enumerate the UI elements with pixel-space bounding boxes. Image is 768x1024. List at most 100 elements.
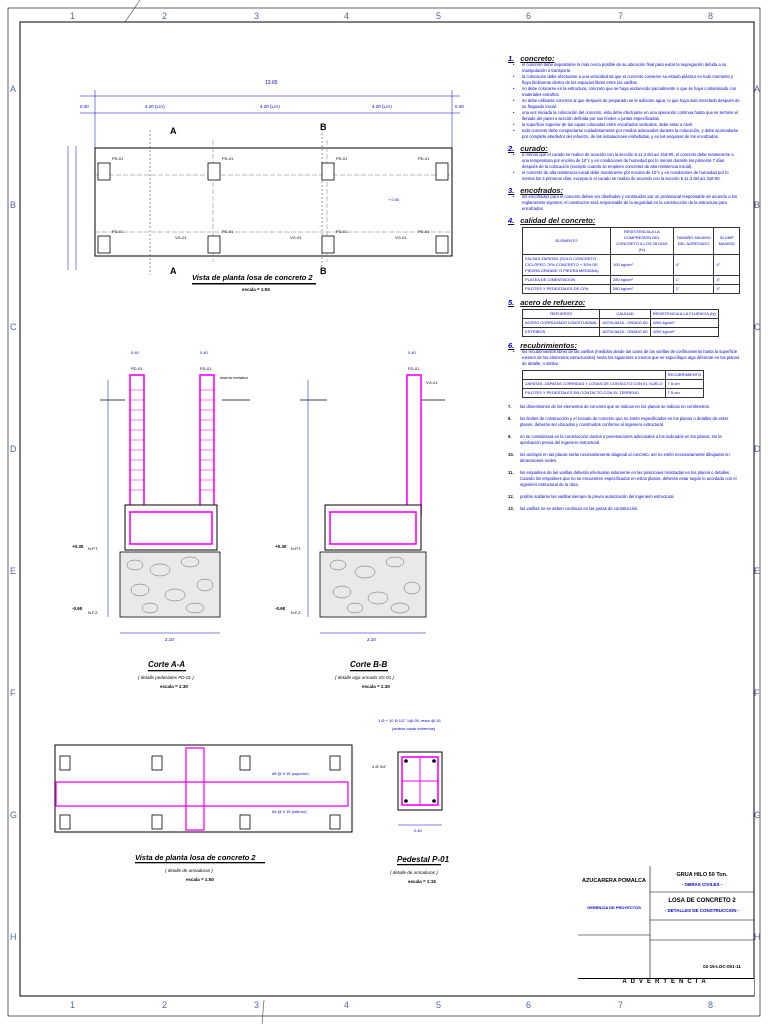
section-a	[100, 374, 250, 672]
table-cell: 100 kg/cm²	[610, 254, 674, 276]
grid-row: A	[10, 84, 17, 94]
grid-col: 1	[70, 1000, 76, 1010]
note-text: los anclajes en las placas serán necesar…	[520, 452, 730, 463]
grid-col: 1	[70, 11, 76, 21]
table-header: RECUBRIMIENTO	[664, 370, 705, 380]
table-header: TAMAÑO MAXIMO DEL AGREGADO	[672, 227, 715, 255]
numbered-note: 10.los anclajes en las placas serán nece…	[508, 452, 730, 463]
table-row: ESTRIBOS ASTM A615 - GRADO 60 4200 kg/cm…	[521, 327, 719, 337]
grid-row: E	[754, 566, 761, 576]
grid-col: 7	[618, 1000, 624, 1010]
note-heading: 2.curado:	[508, 144, 548, 153]
concrete-quality-table: ELEMENTO RESISTENCIA A LA COMPRESIÓN DEL…	[521, 227, 740, 294]
grid-row: A	[754, 84, 761, 94]
table-header	[522, 370, 666, 380]
table-cell: 4"	[713, 275, 740, 285]
note-heading: 5.acero de refuerzo:	[508, 298, 586, 307]
grid-row: F	[754, 688, 760, 698]
table-header: CALIDAD	[599, 309, 651, 319]
table-header: SLUMP MAXIMO	[713, 227, 740, 255]
table-cell: 4"	[713, 254, 740, 276]
rebar-table: REFUERZO CALIDAD RESISTENCIA A LA FLUENC…	[521, 309, 719, 337]
grid-col: 5	[436, 11, 442, 21]
grid-col: 4	[344, 1000, 350, 1010]
numbered-note: 11.los empalmes de las varillas deberán …	[508, 470, 737, 487]
table-cell: PILOTES Y PEDESTALES EN CONTACTO CON EL …	[522, 388, 666, 398]
note-title: calidad del concreto:	[520, 216, 596, 225]
grid-col: 3	[254, 11, 260, 21]
table-cell: 7.5 cm	[664, 388, 705, 398]
table-row: FALSAS ZAPATAS (SOLO CONCRETO CICLOPEO 7…	[521, 254, 740, 276]
table-cell: 7.5 cm	[664, 379, 705, 389]
note-item: la superficie superior de las capas colo…	[508, 122, 740, 128]
grid-row: E	[10, 566, 17, 576]
table-cell: 4"	[672, 254, 715, 276]
table-cell: FALSAS ZAPATAS (SOLO CONCRETO CICLOPEO 7…	[521, 254, 612, 276]
note-title: curado:	[520, 144, 548, 153]
note-item: todo concreto debe compactarse cuidadosa…	[508, 128, 740, 140]
note-item: el concreto debe depositarse lo más cerc…	[508, 62, 740, 74]
note-item: no debe utilizarse concreto al que despu…	[508, 98, 740, 110]
numbered-note: 12.podrán soldarse las varillas siempre …	[508, 494, 675, 499]
table-cell: 4200 kg/cm²	[649, 327, 719, 337]
cover-table: RECUBRIMIENTO ZAPATAS, ZAPATAS CORRIDAS …	[522, 370, 705, 398]
grid-row: B	[10, 200, 17, 210]
note-title: recubrimientos:	[520, 341, 577, 350]
grid-col: 3	[254, 1000, 260, 1010]
grid-col: 6	[526, 1000, 532, 1010]
title-block-lines	[578, 866, 754, 978]
grid-row: C	[754, 322, 761, 332]
grid-row: C	[10, 322, 17, 332]
note-text: podrán soldarse las varillas siempre la …	[520, 494, 675, 499]
outer-border	[7, 7, 761, 1017]
plan-top	[67, 90, 460, 285]
grid-col: 8	[708, 1000, 714, 1010]
table-row: PLATEA DE CIMENTACION 280 kg/cm² 1" 4"	[521, 275, 740, 285]
numbered-note: 9.no se considerará en la construcción d…	[508, 434, 722, 445]
grid-col: 6	[526, 11, 532, 21]
plan-bottom	[54, 744, 353, 864]
note-item: el concreto de alta resistencia inicial …	[508, 170, 740, 182]
note-item: los encofrados para el concreto deben se…	[508, 194, 740, 212]
note-item: no debe colocarse en la estructura, conc…	[508, 86, 740, 98]
grid-row: G	[10, 810, 18, 820]
table-cell: ACERO CORRUGADO LONGITUDINAL	[521, 318, 601, 328]
table-header: RESISTENCIA A LA COMPRESIÓN DEL CONCRETO…	[610, 227, 674, 255]
table-header: RESISTENCIA A LA FLUENCIA (fy)	[649, 309, 719, 319]
grid-row: G	[754, 810, 762, 820]
grid-row: D	[10, 444, 17, 454]
table-cell: 4200 kg/cm²	[649, 318, 719, 328]
grid-col: 2	[162, 1000, 168, 1010]
pedestal-detail	[397, 751, 443, 866]
note-text: los empalmes de las varillas deberán efe…	[520, 470, 737, 487]
grid-col: 5	[436, 1000, 442, 1010]
note-item: a menos que el curado se realice de acue…	[508, 152, 740, 170]
grid-col: 2	[162, 11, 168, 21]
note-text: los limites de construcción y el rociado…	[520, 416, 729, 427]
numbered-note: 8.los limites de construcción y el rocia…	[508, 416, 729, 427]
note-item: los recubrimientos libres de las varilla…	[508, 349, 740, 367]
table-header: ELEMENTO	[521, 227, 612, 255]
numbered-note: 7.las dimensiones de los elementos de co…	[508, 404, 710, 409]
table-cell: ASTM A615 - GRADO 60	[599, 318, 651, 328]
note-item: la colocación debe efectuarse a una velo…	[508, 74, 740, 86]
grid-row: H	[754, 932, 761, 942]
grid-col: 4	[344, 11, 350, 21]
table-cell: PILOTES Y PEDESTALES DE CPA	[521, 284, 612, 294]
table-cell: 280 kg/cm²	[610, 275, 674, 285]
general-notes: 1.concreto: el concreto debe depositarse…	[508, 50, 740, 512]
grid-row: D	[754, 444, 761, 454]
note-title: encofrados:	[520, 186, 564, 195]
table-cell: 1"	[672, 275, 715, 285]
inner-border	[19, 21, 755, 997]
note-title: concreto:	[520, 54, 555, 63]
note-text: las dimensiones de los elementos de conc…	[520, 404, 710, 409]
note-item: una vez iniciada la colocación del concr…	[508, 110, 740, 122]
numbered-note: 13.las varillas no se deben continuar en…	[508, 506, 639, 511]
note-heading: 1.concreto:	[508, 54, 555, 63]
note-heading: 6.recubrimientos:	[508, 341, 577, 350]
table-row: PILOTES Y PEDESTALES DE CPA 280 kg/cm² 1…	[521, 284, 740, 294]
table-cell: PLATEA DE CIMENTACION	[521, 275, 612, 285]
table-cell: ASTM A615 - GRADO 60	[599, 327, 651, 337]
